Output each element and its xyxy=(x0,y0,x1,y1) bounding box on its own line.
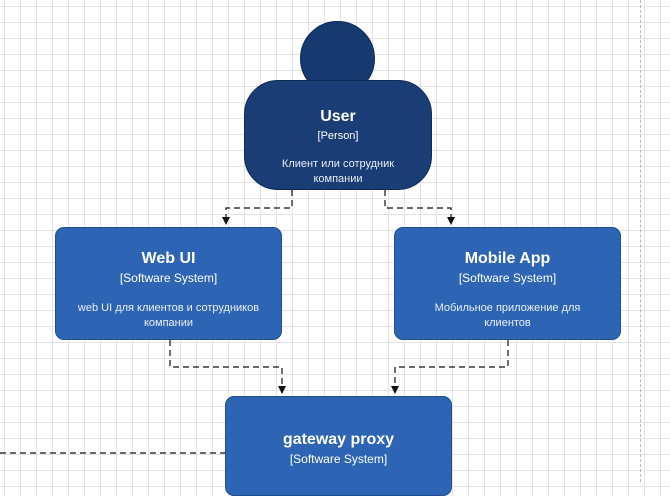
edge-webui-to-gateway[interactable] xyxy=(169,340,286,394)
user-type: [Person] xyxy=(317,130,359,142)
connectors-layer xyxy=(0,190,509,454)
mobile-app-description: Мобильное приложение для клиентов xyxy=(434,302,581,329)
web-ui-node[interactable]: Web UI [Software System] web UI для клие… xyxy=(55,227,282,340)
gateway-proxy-title: gateway proxy xyxy=(282,431,395,448)
web-ui-title: Web UI xyxy=(141,250,196,267)
web-ui-type: [Software System] xyxy=(119,271,218,285)
user-title: User xyxy=(320,108,356,125)
gateway-proxy-node[interactable]: gateway proxy [Software System] xyxy=(225,396,452,496)
user-description: Клиент или сотрудник компании xyxy=(281,158,395,185)
page-boundary-line xyxy=(640,0,641,482)
edge-user-to-mobile[interactable] xyxy=(384,190,455,225)
web-ui-description: web UI для клиентов и сотрудников компан… xyxy=(77,302,260,329)
mobile-app-type: [Software System] xyxy=(458,271,557,285)
gateway-proxy-type: [Software System] xyxy=(289,452,388,466)
mobile-app-title: Mobile App xyxy=(464,250,551,267)
user-person-node[interactable]: User [Person] Клиент или сотрудник компа… xyxy=(244,80,432,190)
edge-user-to-webui[interactable] xyxy=(222,190,293,225)
mobile-app-node[interactable]: Mobile App [Software System] Мобильное п… xyxy=(394,227,621,340)
edge-mobile-to-gateway[interactable] xyxy=(391,340,509,394)
